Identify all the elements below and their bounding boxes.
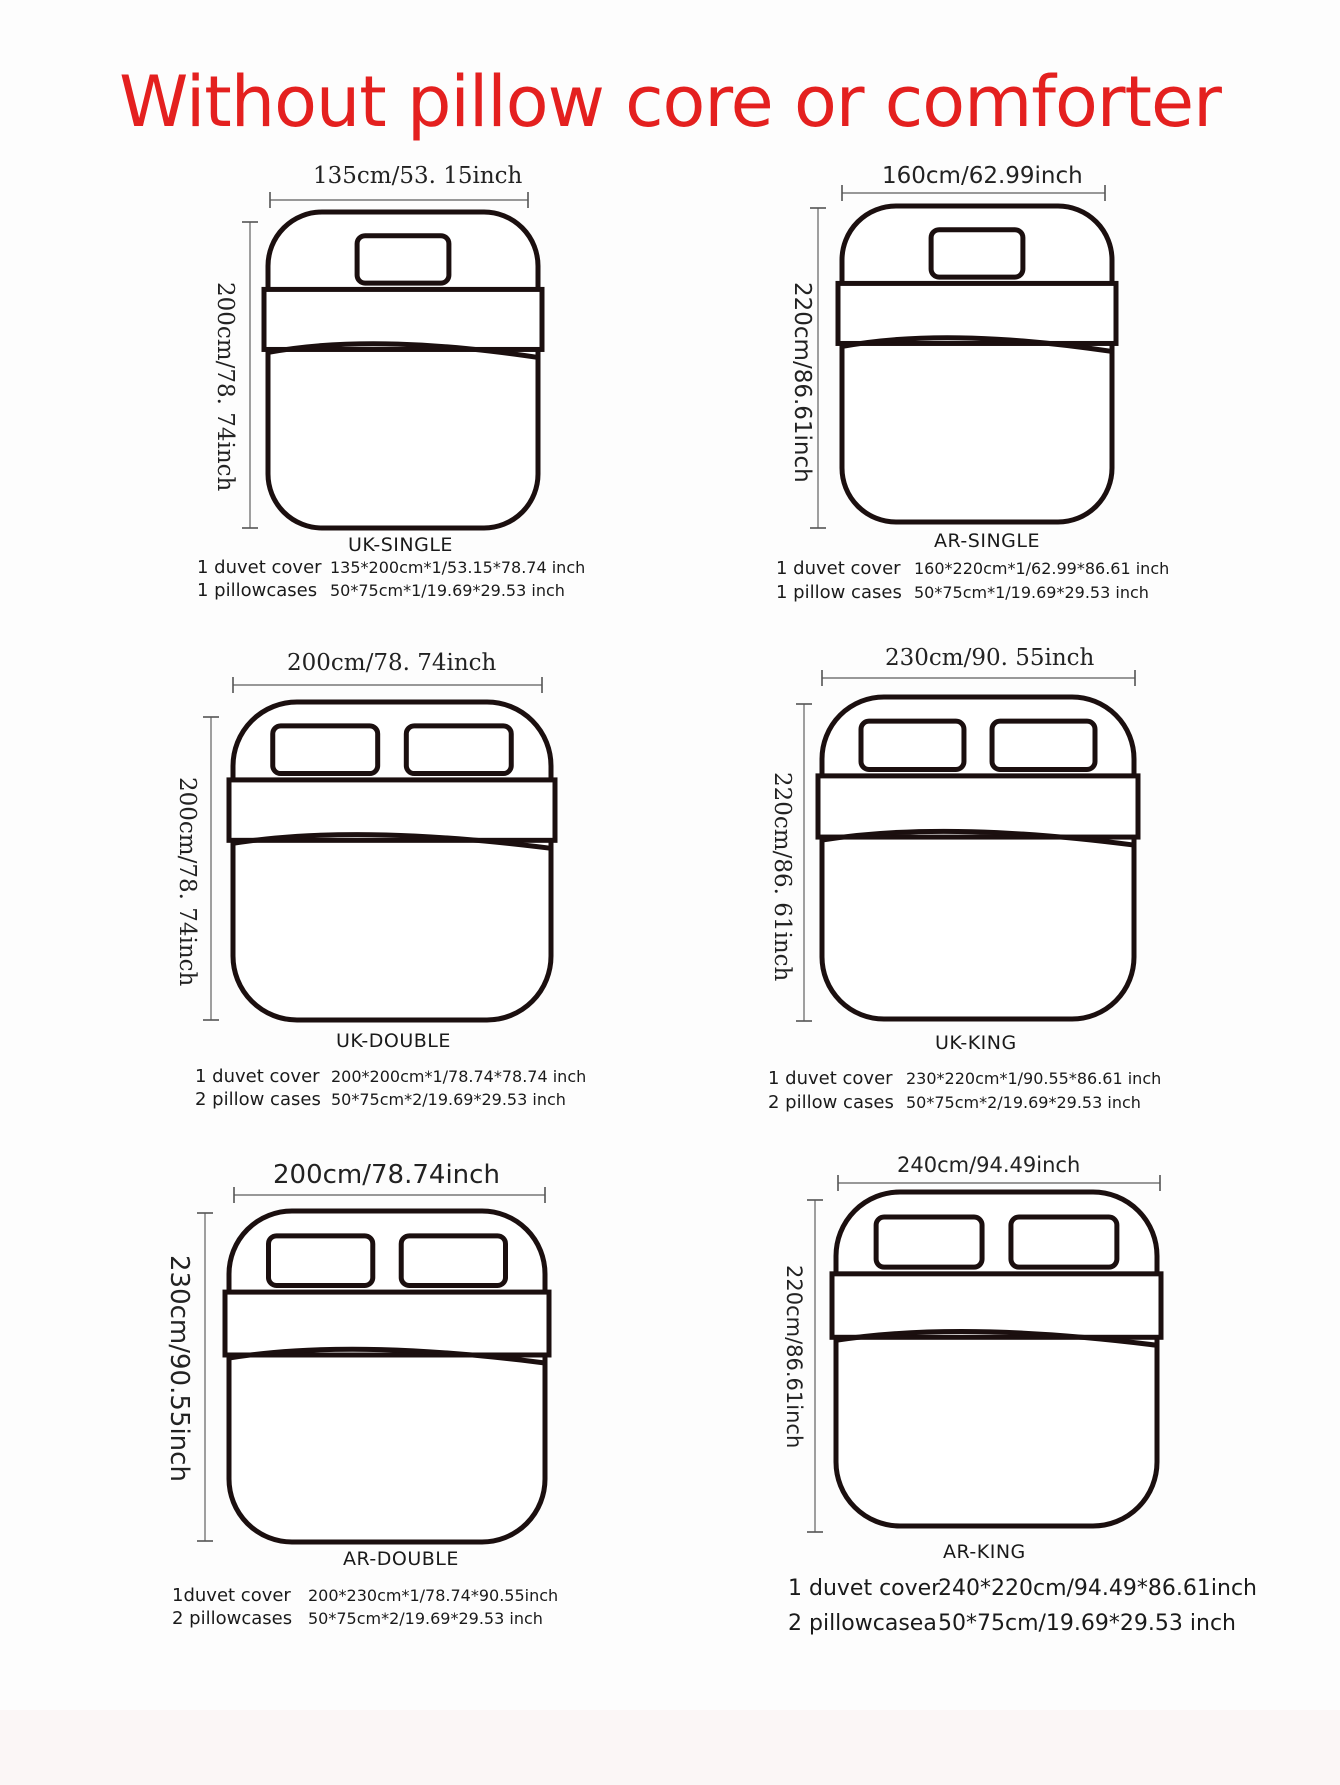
spec-value: 50*75cm*1/19.69*29.53 inch <box>330 581 565 600</box>
length-label: 200cm/78. 74inch <box>174 777 200 987</box>
spec-line: 1 duvet cover 135*200cm*1/53.15*78.74 inc… <box>197 559 585 577</box>
width-label: 200cm/78. 74inch <box>287 650 497 676</box>
duvet-wave <box>228 1346 546 1366</box>
size-name: UK-SINGLE <box>348 534 453 556</box>
duvet-band <box>261 286 545 352</box>
length-label: 220cm/86.61inch <box>782 1265 806 1449</box>
width-label: 230cm/90. 55inch <box>885 645 1095 671</box>
pillow-1 <box>266 1233 376 1288</box>
pillow-2 <box>989 718 1098 772</box>
spec-label: 1duvet cover <box>172 1585 291 1606</box>
spec-value: 50*75cm*2/19.69*29.53 inch <box>308 1609 543 1628</box>
spec-value: 50*75cm*2/19.69*29.53 inch <box>906 1093 1141 1112</box>
duvet-wave <box>821 828 1135 848</box>
spec-label: 2 pillow cases <box>768 1092 894 1113</box>
spec-line: 1 duvet cover240*220cm/94.49*86.61inch <box>788 1578 1257 1600</box>
duvet-wave <box>232 832 552 851</box>
spec-line: 1 duvet cover 200*200cm*1/78.74*78.74 inc… <box>195 1068 586 1086</box>
spec-label: 2 pillowcases <box>172 1608 293 1629</box>
duvet-band <box>815 773 1141 840</box>
width-dimension-line <box>821 670 1136 686</box>
length-label: 220cm/86.61inch <box>789 282 815 483</box>
bed-outline <box>226 1208 548 1545</box>
width-label: 240cm/94.49inch <box>897 1153 1081 1177</box>
spec-line: 1 pillow cases 50*75cm*1/19.69*29.53 inch <box>776 584 1149 602</box>
pillow-2 <box>398 1233 508 1288</box>
pillow-1 <box>270 723 381 777</box>
width-label: 135cm/53. 15inch <box>313 163 523 189</box>
size-name: AR-KING <box>943 1541 1026 1563</box>
pillow-1 <box>873 1214 985 1270</box>
size-name: UK-DOUBLE <box>336 1030 451 1052</box>
bed-outline <box>819 694 1137 1022</box>
pillow-2 <box>403 723 514 777</box>
bed-outline <box>833 1189 1160 1529</box>
duvet-band <box>222 1289 552 1358</box>
length-dimension-line <box>242 221 258 529</box>
spec-line: 1 pillowcases 50*75cm*1/19.69*29.53 inch <box>197 582 565 600</box>
width-dimension-line <box>232 677 543 693</box>
length-label: 220cm/86. 61inch <box>769 772 795 982</box>
spec-line: 1 duvet cover 230*220cm*1/90.55*86.61 inc… <box>768 1070 1161 1088</box>
length-dimension-line <box>197 1212 213 1542</box>
bed-outline <box>839 203 1115 525</box>
pillow-1 <box>928 227 1026 280</box>
length-dimension-line <box>796 703 812 1022</box>
spec-label: 1 pillow cases <box>776 582 902 603</box>
length-dimension-line <box>203 716 219 1021</box>
spec-value: 160*220cm*1/62.99*86.61 inch <box>914 559 1170 578</box>
spec-label: 1 duvet cover <box>768 1068 893 1089</box>
spec-line: 2 pillowcases 50*75cm*2/19.69*29.53 inch <box>172 1610 543 1628</box>
spec-value: 200*200cm*1/78.74*78.74 inch <box>331 1067 587 1086</box>
size-name: AR-SINGLE <box>934 530 1040 552</box>
spec-line: 2 pillow cases 50*75cm*2/19.69*29.53 inch <box>195 1091 566 1109</box>
pillow-2 <box>1008 1214 1120 1270</box>
duvet-band <box>835 280 1119 346</box>
spec-value: 50*75cm*1/19.69*29.53 inch <box>914 583 1149 602</box>
bed-outline <box>230 699 554 1023</box>
length-label: 230cm/90.55inch <box>164 1255 194 1482</box>
spec-value: 135*200cm*1/53.15*78.74 inch <box>330 558 586 577</box>
pillow-1 <box>858 718 967 772</box>
spec-label: 1 pillowcases <box>197 580 318 601</box>
spec-label: 1 duvet cover <box>197 557 322 578</box>
width-dimension-line <box>269 192 529 208</box>
spec-label: 1 duvet cover <box>195 1066 320 1087</box>
width-label: 160cm/62.99inch <box>882 163 1083 189</box>
spec-label: 1 duvet cover <box>788 1576 941 1601</box>
spec-label: 2 pillow cases <box>195 1089 321 1110</box>
width-dimension-line <box>837 1175 1161 1191</box>
spec-label: 1 duvet cover <box>776 558 901 579</box>
duvet-wave <box>841 335 1113 354</box>
duvet-band <box>226 777 558 843</box>
spec-line: 2 pillowcasea50*75cm/19.69*29.53 inch <box>788 1613 1236 1635</box>
length-dimension-line <box>807 1199 823 1533</box>
spec-value: 50*75cm*2/19.69*29.53 inch <box>331 1090 566 1109</box>
bed-outline <box>265 209 541 531</box>
spec-line: 2 pillow cases 50*75cm*2/19.69*29.53 inch <box>768 1094 1141 1112</box>
spec-line: 1duvet cover 200*230cm*1/78.74*90.55inch <box>172 1587 558 1605</box>
size-name: AR-DOUBLE <box>343 1548 459 1570</box>
spec-label: 2 pillowcasea <box>788 1611 937 1636</box>
bottom-band <box>0 1710 1340 1785</box>
spec-line: 1 duvet cover 160*220cm*1/62.99*86.61 inc… <box>776 560 1169 578</box>
spec-value: 230*220cm*1/90.55*86.61 inch <box>906 1069 1162 1088</box>
pillow-1 <box>354 233 452 286</box>
duvet-wave <box>267 341 539 360</box>
page-title: Without pillow core or comforter <box>119 61 1222 143</box>
size-name: UK-KING <box>935 1032 1017 1054</box>
length-label: 200cm/78. 74inch <box>212 282 238 492</box>
duvet-band <box>829 1271 1164 1340</box>
spec-value: 200*230cm*1/78.74*90.55inch <box>308 1586 559 1605</box>
duvet-wave <box>835 1329 1158 1348</box>
width-label: 200cm/78.74inch <box>273 1160 500 1190</box>
spec-value: 50*75cm/19.69*29.53 inch <box>938 1611 1236 1636</box>
spec-value: 240*220cm/94.49*86.61inch <box>938 1576 1257 1601</box>
